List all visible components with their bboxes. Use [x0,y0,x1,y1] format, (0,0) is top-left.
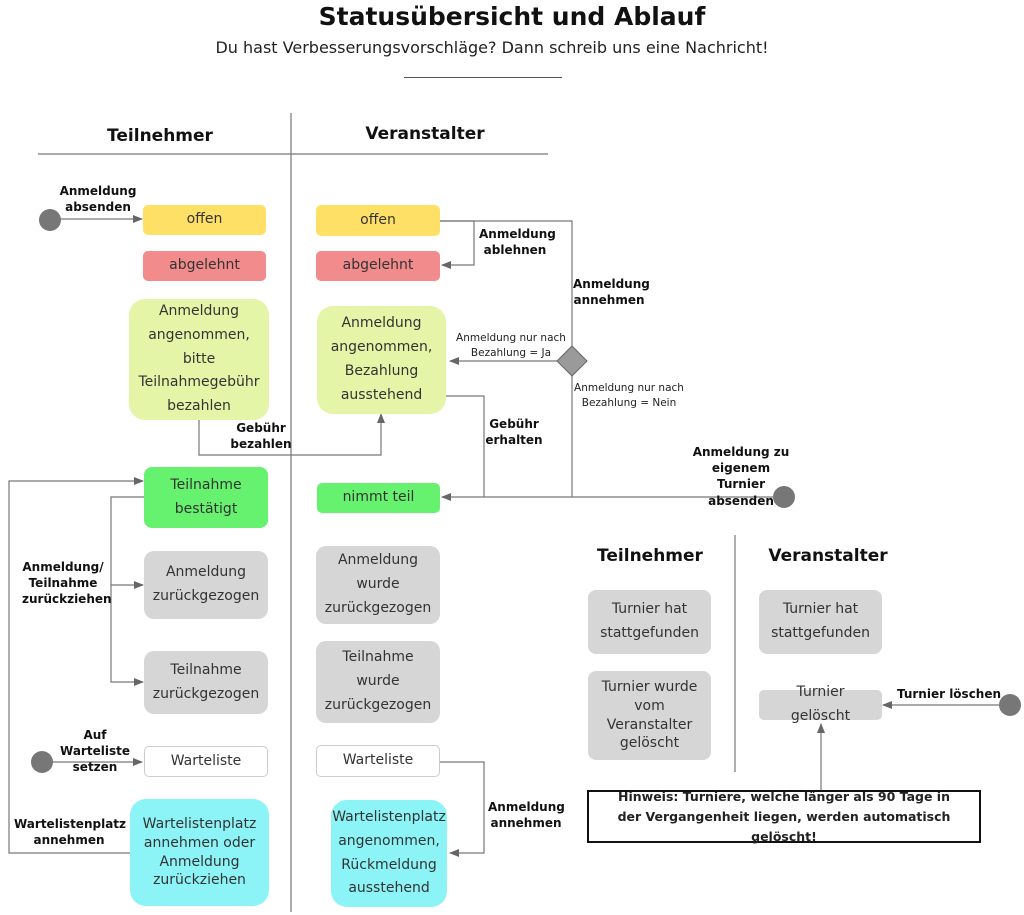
label-anmeldung-ablehnen: Anmeldung ablehnen [479,227,556,258]
organizer-column-header: Veranstalter [365,124,485,144]
tournament-participant-header: Teilnehmer [597,546,703,566]
organizer-state-anmeldung-zurueckgezogen: Anmeldung wurde zurückgezogen [316,546,440,624]
label-bezahlung-nein: Anmeldung nur nach Bezahlung = Nein [574,382,684,409]
label-eigenes-turnier: Anmeldung zu eigenem Turnier absenden [692,445,790,508]
label-warteliste-annehmen: Anmeldung annehmen [488,800,565,831]
label-gebuehr-bezahlen: Gebühr bezahlen [230,421,292,452]
page-title: Statusübersicht und Ablauf [318,2,706,31]
tournament-organizer-geloescht: Turnier gelöscht [759,684,882,724]
participant-state-angenommen: Anmeldung angenommen, bitte Teilnahmegeb… [129,299,269,420]
start-node-turnier-loeschen [999,694,1021,716]
organizer-state-abgelehnt: abgelehnt [316,251,440,281]
tournament-participant-stattgefunden: Turnier hat stattgefunden [588,590,711,654]
participant-state-offen: offen [143,205,266,235]
participant-state-teilnahme-zurueckgezogen: Teilnahme zurückgezogen [144,651,268,714]
organizer-state-nimmt-teil: nimmt teil [317,483,440,513]
label-gebuehr-erhalten: Gebühr erhalten [485,417,543,448]
label-turnier-loeschen: Turnier löschen [896,687,1002,701]
tournament-organizer-header: Veranstalter [768,546,888,566]
participant-state-wartelistenplatz: Wartelistenplatz annehmen oder Anmeldung… [130,799,269,906]
label-auf-warteliste: Auf Warteliste setzen [60,728,130,775]
page-subtitle: Du hast Verbesserungsvorschläge? Dann sc… [215,38,769,57]
start-node-anmeldung [39,209,61,231]
label-bezahlung-ja: Anmeldung nur nach Bezahlung = Ja [456,332,566,359]
label-wartelistenplatz-annehmen: Wartelistenplatz annehmen [14,817,127,848]
organizer-state-wartelistenplatz: Wartelistenplatz angenommen, Rückmeldung… [331,800,447,907]
participant-state-anmeldung-zurueckgezogen: Anmeldung zurückgezogen [144,551,268,619]
participant-state-abgelehnt: abgelehnt [143,251,266,281]
organizer-state-offen: offen [316,205,440,236]
label-zurueckziehen: Anmeldung/ Teilnahme zurückziehen [22,560,112,607]
participant-state-warteliste: Warteliste [144,746,268,777]
hinweis-box: Hinweis: Turniere, welche länger als 90 … [587,789,981,844]
organizer-state-warteliste: Warteliste [316,745,440,777]
participant-column-header: Teilnehmer [107,126,213,146]
tournament-participant-geloescht: Turnier wurde vom Veranstalter gelöscht [588,671,711,760]
label-anmeldung-absenden: Anmeldung absenden [59,184,137,215]
title-rule [404,77,562,78]
tournament-organizer-stattgefunden: Turnier hat stattgefunden [759,590,882,654]
participant-state-bestaetigt: Teilnahme bestätigt [144,467,268,528]
decision-diamond [556,345,588,377]
start-node-eigenes-turnier [773,486,795,508]
organizer-state-teilnahme-zurueckgezogen: Teilnahme wurde zurückgezogen [316,641,440,723]
label-anmeldung-annehmen: Anmeldung annehmen [573,277,650,308]
start-node-warteliste [31,751,53,773]
organizer-state-angenommen: Anmeldung angenommen, Bezahlung ausstehe… [317,306,446,414]
